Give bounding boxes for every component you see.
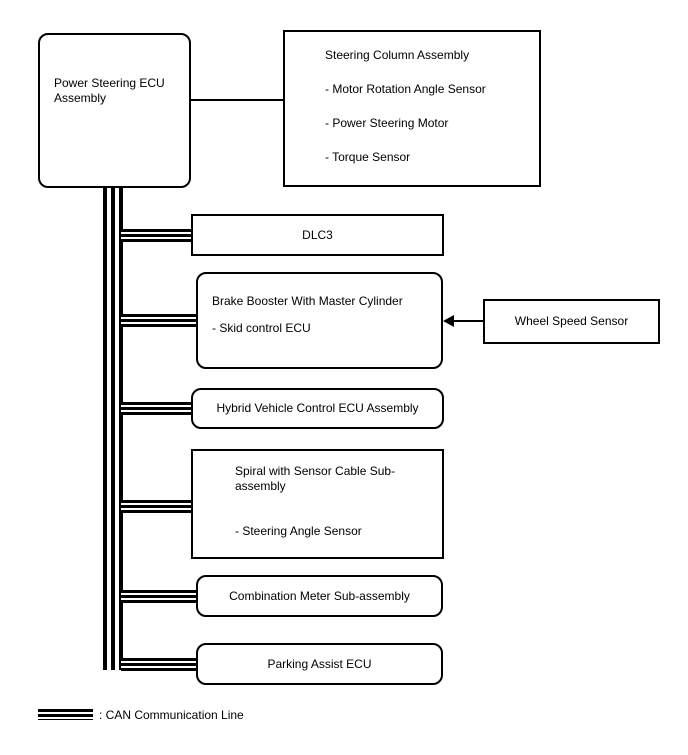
can-trunk-line (103, 187, 123, 670)
node-label: Wheel Speed Sensor (514, 314, 629, 328)
node-power-steering-ecu: Power Steering ECU Assembly (38, 33, 191, 188)
can-branch-hybrid-vehicle-control (121, 402, 193, 415)
node-title: Brake Booster With Master Cylinder (212, 294, 403, 308)
can-branch-brake-booster (121, 314, 198, 327)
node-list-item: - Skid control ECU (212, 321, 311, 335)
node-label: Power Steering ECU Assembly (54, 76, 165, 105)
node-list-item: - Steering Angle Sensor (235, 524, 362, 538)
node-brake-booster: Brake Booster With Master Cylinder - Ski… (196, 272, 443, 369)
can-branch-spiral-cable (121, 500, 193, 513)
can-branch-parking-assist (121, 658, 198, 671)
legend-label: : CAN Communication Line (99, 708, 244, 722)
node-label: DLC3 (302, 227, 333, 242)
node-label: Combination Meter Sub-assembly (229, 588, 410, 603)
node-list-item: - Torque Sensor (325, 150, 411, 164)
node-title: Spiral with Sensor Cable Sub-assembly (235, 464, 396, 493)
node-label: Hybrid Vehicle Control ECU Assembly (216, 401, 419, 415)
node-label: Parking Assist ECU (267, 656, 372, 671)
node-title: Steering Column Assembly (325, 48, 470, 62)
node-spiral-cable: Spiral with Sensor Cable Sub-assembly - … (191, 449, 444, 559)
node-wheel-speed-sensor: Wheel Speed Sensor (483, 299, 660, 344)
node-list-item: - Power Steering Motor (325, 116, 449, 130)
can-branch-combination-meter (121, 590, 198, 603)
can-branch-dlc3 (121, 229, 193, 242)
node-combination-meter: Combination Meter Sub-assembly (196, 575, 443, 617)
connector-psecu-to-steering-column (191, 99, 285, 101)
node-hybrid-vehicle-control-ecu: Hybrid Vehicle Control ECU Assembly (191, 388, 444, 429)
left-arrowhead-icon (443, 315, 454, 327)
node-parking-assist-ecu: Parking Assist ECU (196, 643, 443, 685)
legend-can-line-sample (38, 709, 93, 720)
node-steering-column-assembly: Steering Column Assembly - Motor Rotatio… (283, 30, 541, 187)
node-dlc3: DLC3 (191, 214, 444, 256)
wheel-speed-arrow-line (452, 320, 483, 322)
node-list-item: - Motor Rotation Angle Sensor (325, 82, 486, 96)
